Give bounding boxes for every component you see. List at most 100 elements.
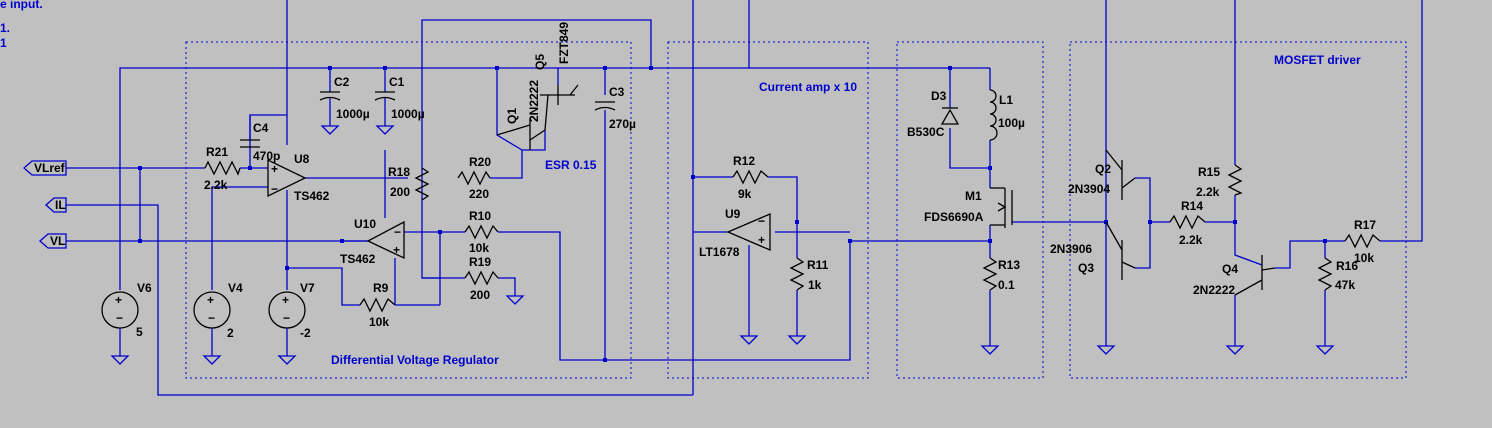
r10-value-label: 10k (469, 241, 489, 255)
r13-value-label: 0.1 (998, 278, 1015, 292)
r18-reference-label: R18 (388, 165, 410, 179)
c1-value-label: 1000µ (391, 107, 425, 121)
current-amp-box (667, 41, 869, 379)
net-label-il[interactable]: IL (45, 197, 67, 213)
v7-reference-label: V7 (300, 281, 315, 295)
v4-reference-label: V4 (228, 281, 243, 295)
svg-text:+: + (393, 243, 400, 257)
r16-value-label: 47k (1335, 278, 1355, 292)
svg-text:+: + (758, 233, 765, 247)
transistor-q1[interactable]: Q1 2N2222 (496, 80, 546, 150)
capacitor-c1[interactable]: C1 1000µ (374, 75, 425, 135)
r12-value-label: 9k (738, 187, 752, 201)
c2-reference-label: C2 (334, 75, 350, 89)
resistor-r14[interactable]: R14 2.2k (1169, 199, 1206, 247)
svg-text:1.: 1. (0, 21, 10, 35)
resistor-r11[interactable]: R11 1k (788, 257, 829, 345)
c4-reference-label: C4 (253, 121, 269, 135)
q3-reference-label: Q3 (1078, 261, 1094, 275)
c3-reference-label: C3 (609, 85, 625, 99)
u9-value-label: LT1678 (699, 245, 740, 259)
r12-reference-label: R12 (733, 154, 755, 168)
esr-comment: ESR 0.15 (545, 158, 597, 172)
resistor-r18[interactable]: R18 200 (388, 165, 430, 201)
svg-text:−: − (758, 214, 765, 228)
svg-text:−: − (116, 311, 123, 325)
q5-value-label: FZT849 (557, 22, 571, 64)
differential-regulator-title: Differential Voltage Regulator (331, 353, 499, 367)
l1-value-label: 100µ (998, 116, 1025, 130)
voltage-source-v6[interactable]: + − V6 5 (101, 281, 152, 365)
u8-reference-label: U8 (294, 152, 310, 166)
voltage-source-v7[interactable]: + − V7 -2 (268, 281, 315, 365)
transistor-q2[interactable]: Q2 2N3904 (1068, 149, 1136, 200)
svg-text:+: + (115, 293, 122, 307)
capacitor-c2[interactable]: C2 1000µ (319, 75, 370, 135)
r21-value-label: 2.2k (204, 178, 228, 192)
resistor-r12[interactable]: R12 9k (732, 154, 769, 201)
svg-text:VLref: VLref (34, 161, 66, 175)
svg-text:+: + (207, 293, 214, 307)
transistor-q5[interactable]: Q5 FZT849 (533, 22, 579, 131)
wires (66, 0, 1423, 396)
c3-value-label: 270µ (609, 117, 636, 131)
differential-regulator-box (185, 41, 632, 379)
r16-reference-label: R16 (1336, 259, 1358, 273)
r21-reference-label: R21 (206, 145, 228, 159)
r13-reference-label: R13 (998, 258, 1020, 272)
resistor-r20[interactable]: R20 220 (457, 155, 491, 201)
transistor-q3[interactable]: 2N3906 Q3 (1050, 221, 1136, 355)
r19-reference-label: R19 (469, 255, 491, 269)
u10-value-label: TS462 (340, 252, 376, 266)
opamp-u8[interactable]: + − U8 TS462 (267, 152, 330, 203)
r15-reference-label: R15 (1198, 165, 1220, 179)
svg-text:IL: IL (55, 198, 66, 212)
q2-value-label: 2N3904 (1068, 182, 1110, 196)
resistor-r10[interactable]: R10 10k (464, 209, 499, 255)
r20-value-label: 220 (469, 187, 489, 201)
r19-value-label: 200 (470, 288, 490, 302)
svg-text:−: − (271, 182, 278, 196)
voltage-source-v4[interactable]: + − V4 2 (193, 281, 243, 365)
opamp-u10[interactable]: − + U10 TS462 (340, 217, 405, 305)
resistor-r21[interactable]: R21 2.2k (204, 145, 241, 192)
resistor-r9[interactable]: R9 10k (359, 281, 396, 329)
r20-reference-label: R20 (469, 155, 491, 169)
v6-value-label: 5 (136, 325, 143, 339)
capacitor-c4[interactable]: C4 470p (240, 115, 280, 163)
mosfet-m1[interactable]: M1 FDS6690A (924, 187, 1013, 228)
resistor-r19[interactable]: R19 200 (464, 255, 524, 305)
power-stage-box (896, 41, 1044, 379)
resistor-r15[interactable]: R15 2.2k (1196, 164, 1243, 199)
junction-dots (138, 66, 1327, 362)
diode-d3[interactable]: D3 B530C (907, 89, 960, 139)
r18-value-label: 200 (390, 185, 410, 199)
r14-reference-label: R14 (1181, 199, 1203, 213)
r14-value-label: 2.2k (1179, 233, 1203, 247)
resistor-r17[interactable]: R17 10k (1344, 218, 1381, 265)
d3-value-label: B530C (907, 125, 945, 139)
net-label-vl[interactable]: VL (39, 233, 67, 249)
c1-reference-label: C1 (389, 75, 405, 89)
svg-text:−: − (394, 225, 401, 239)
q2-reference-label: Q2 (1095, 162, 1111, 176)
r17-value-label: 10k (1354, 251, 1374, 265)
transistor-q4[interactable]: Q4 2N2222 (1193, 255, 1276, 355)
net-label-vlref[interactable]: VLref (23, 160, 67, 176)
r10-reference-label: R10 (469, 209, 491, 223)
capacitor-c3[interactable]: C3 270µ (594, 85, 636, 131)
current-amp-title: Current amp x 10 (759, 80, 857, 94)
v7-value-label: -2 (300, 326, 311, 340)
r11-reference-label: R11 (807, 258, 829, 272)
q3-value-label: 2N3906 (1050, 242, 1092, 256)
inductor-l1[interactable]: L1 100µ (989, 89, 1025, 141)
resistor-r13[interactable]: R13 0.1 (981, 257, 1020, 355)
mosfet-driver-box (1069, 41, 1407, 379)
u9-reference-label: U9 (725, 207, 741, 221)
svg-text:+: + (282, 293, 289, 307)
resistor-r16[interactable]: R16 47k (1316, 257, 1358, 355)
opamp-u9[interactable]: − + U9 LT1678 (699, 207, 771, 345)
c4-value-label: 470p (253, 149, 280, 163)
q1-value-label: 2N2222 (527, 80, 541, 122)
